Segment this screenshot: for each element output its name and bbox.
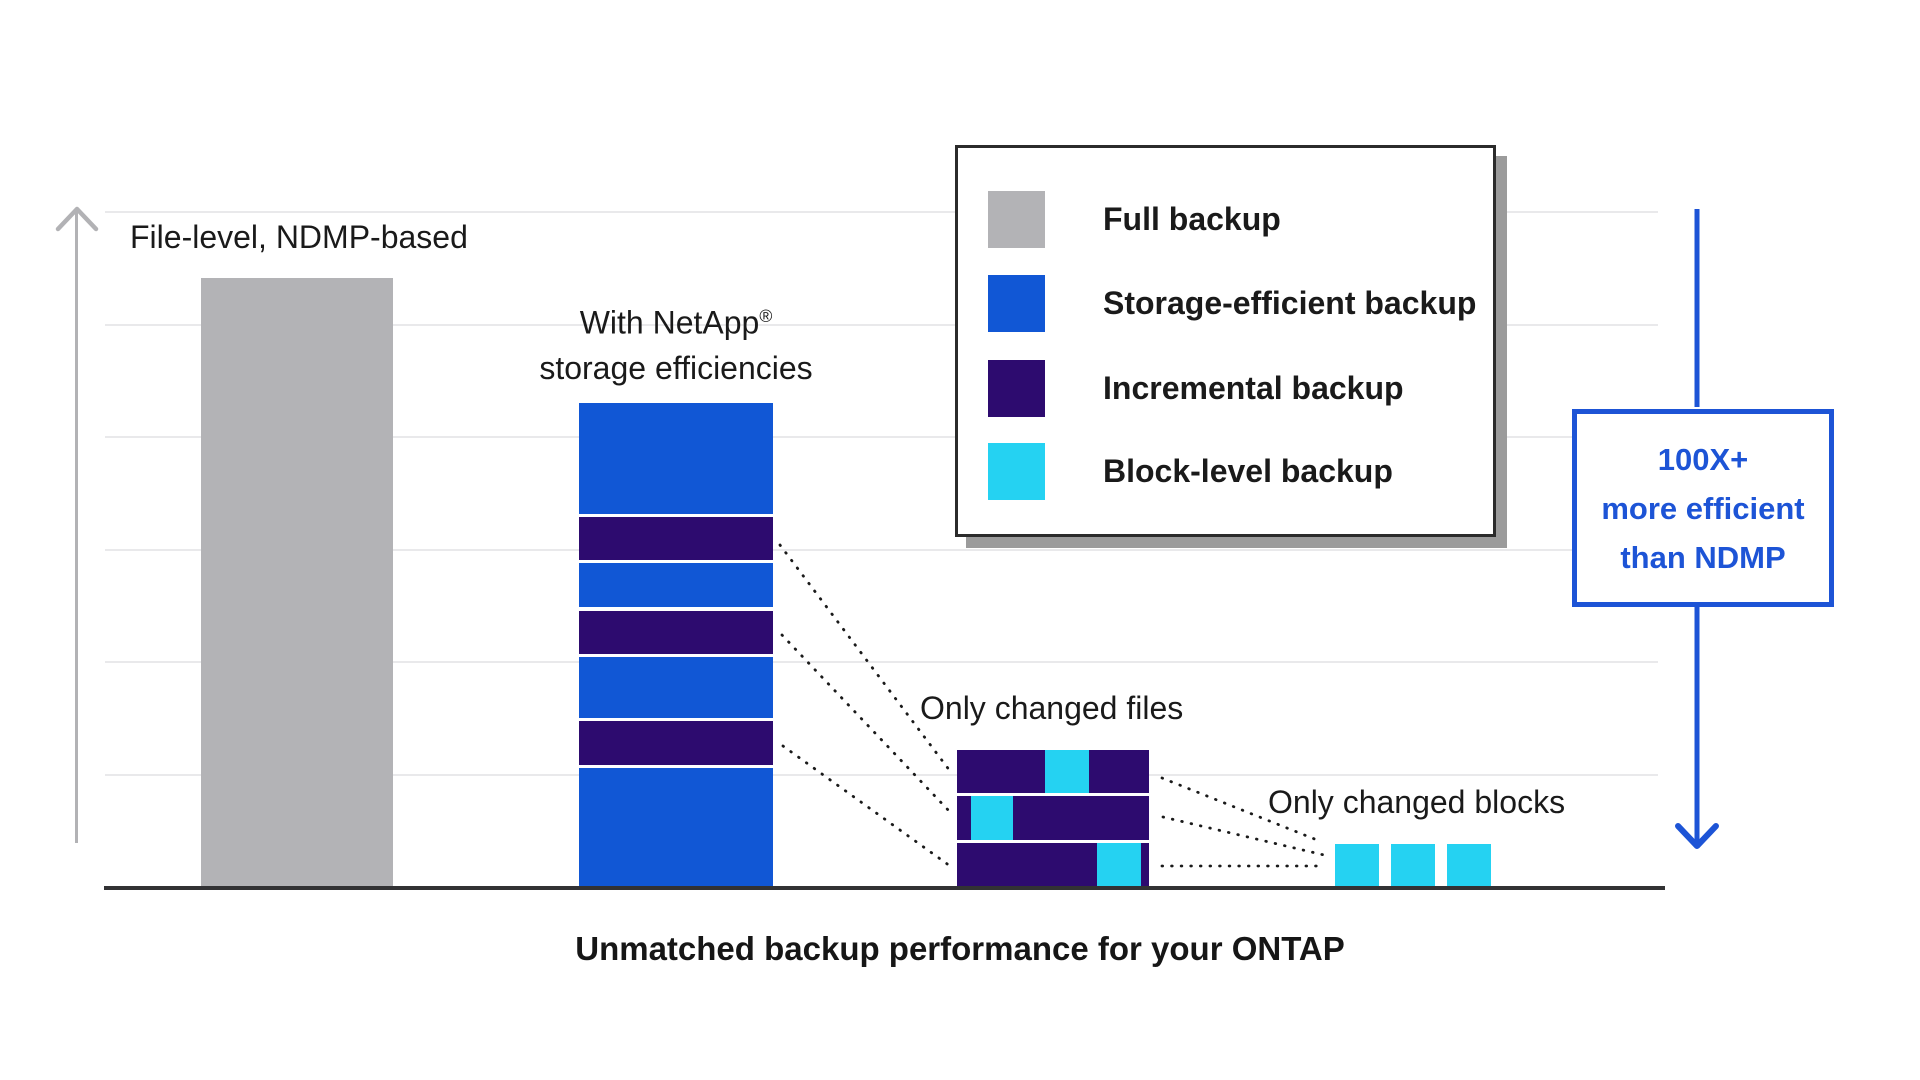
dotted-connector-3 — [781, 744, 952, 868]
changed-files-row-3-cell-1-navy — [957, 843, 1097, 886]
dotted-connector-2 — [780, 633, 952, 814]
label-efficient-line2: storage efficiencies — [539, 349, 813, 386]
gridline-1 — [105, 211, 1658, 213]
legend-label: Block-level backup — [1103, 453, 1393, 489]
changed-files-row-2 — [957, 796, 1149, 840]
gridline-3 — [105, 436, 1658, 438]
changed-files-row-2-cell-2-cyan — [971, 796, 1013, 840]
changed-files-row-3-cell-3-navy — [1141, 843, 1149, 886]
efficient-bar-segment-6-navy — [579, 721, 773, 765]
efficient-bar-segment-7-blue — [579, 768, 773, 886]
label-full-bar: File-level, NDMP-based — [130, 219, 468, 255]
legend-label: Incremental backup — [1103, 370, 1404, 406]
changed-files-row-3-cell-2-cyan — [1097, 843, 1141, 886]
efficient-bar-segment-2-navy — [579, 517, 773, 560]
efficiency-arrow-down-icon — [1675, 823, 1719, 849]
bar-full-backup — [201, 278, 393, 886]
efficient-bar-segment-5-blue — [579, 657, 773, 718]
legend-item-incremental-backup: Incremental backup — [988, 360, 1404, 417]
legend-label: Storage-efficient backup — [1103, 285, 1477, 321]
legend-label: Full backup — [1103, 201, 1281, 237]
label-only-changed-files: Only changed files — [920, 690, 1184, 726]
changed-files-row-1-cell-1-navy — [957, 750, 1045, 793]
changed-files-row-1-cell-2-cyan — [1045, 750, 1089, 793]
changed-files-row-1 — [957, 750, 1149, 793]
gridline-5 — [105, 661, 1658, 663]
efficient-bar-segment-1-blue — [579, 403, 773, 514]
changed-files-row-2-cell-1-navy — [957, 796, 971, 840]
changed-block-2 — [1391, 844, 1435, 886]
callout-line2: more efficient — [1601, 490, 1805, 526]
chart-title: Unmatched backup performance for your ON… — [575, 930, 1345, 967]
callout-line3: than NDMP — [1620, 539, 1786, 575]
callout-line1: 100X+ — [1657, 441, 1749, 477]
changed-files-row-3 — [957, 843, 1149, 886]
legend-swatch-navy — [988, 360, 1045, 417]
efficient-bar-segment-4-navy — [579, 611, 773, 654]
y-axis-arrow-up-icon — [55, 206, 99, 232]
gridline-4 — [105, 549, 1658, 551]
changed-files-row-2-cell-3-navy — [1013, 796, 1149, 840]
dotted-connector-5 — [1161, 815, 1326, 857]
legend-swatch-blue — [988, 275, 1045, 332]
legend-swatch-cyan — [988, 443, 1045, 500]
dotted-connector-1 — [778, 543, 952, 773]
gridline-6 — [105, 774, 1658, 776]
legend-item-block-level-backup: Block-level backup — [988, 443, 1393, 500]
legend-swatch-gray — [988, 191, 1045, 248]
changed-files-row-1-cell-3-navy — [1089, 750, 1149, 793]
registered-trademark-symbol: ® — [759, 306, 773, 326]
efficient-bar-segment-3-blue — [579, 563, 773, 607]
label-only-changed-blocks: Only changed blocks — [1268, 784, 1566, 820]
x-axis-line — [104, 886, 1665, 890]
legend-item-full-backup: Full backup — [988, 191, 1281, 248]
callout-100x: 100X+ more efficient than NDMP — [1572, 409, 1834, 607]
changed-block-1 — [1335, 844, 1379, 886]
legend-item-storage-efficient-backup: Storage-efficient backup — [988, 275, 1476, 332]
gridline-2 — [105, 324, 1658, 326]
changed-block-3 — [1447, 844, 1491, 886]
dotted-connector-4 — [1160, 776, 1324, 844]
label-efficient-bar: With NetApp® storage efficiencies — [476, 294, 876, 391]
label-efficient-line1: With NetApp — [579, 304, 760, 341]
